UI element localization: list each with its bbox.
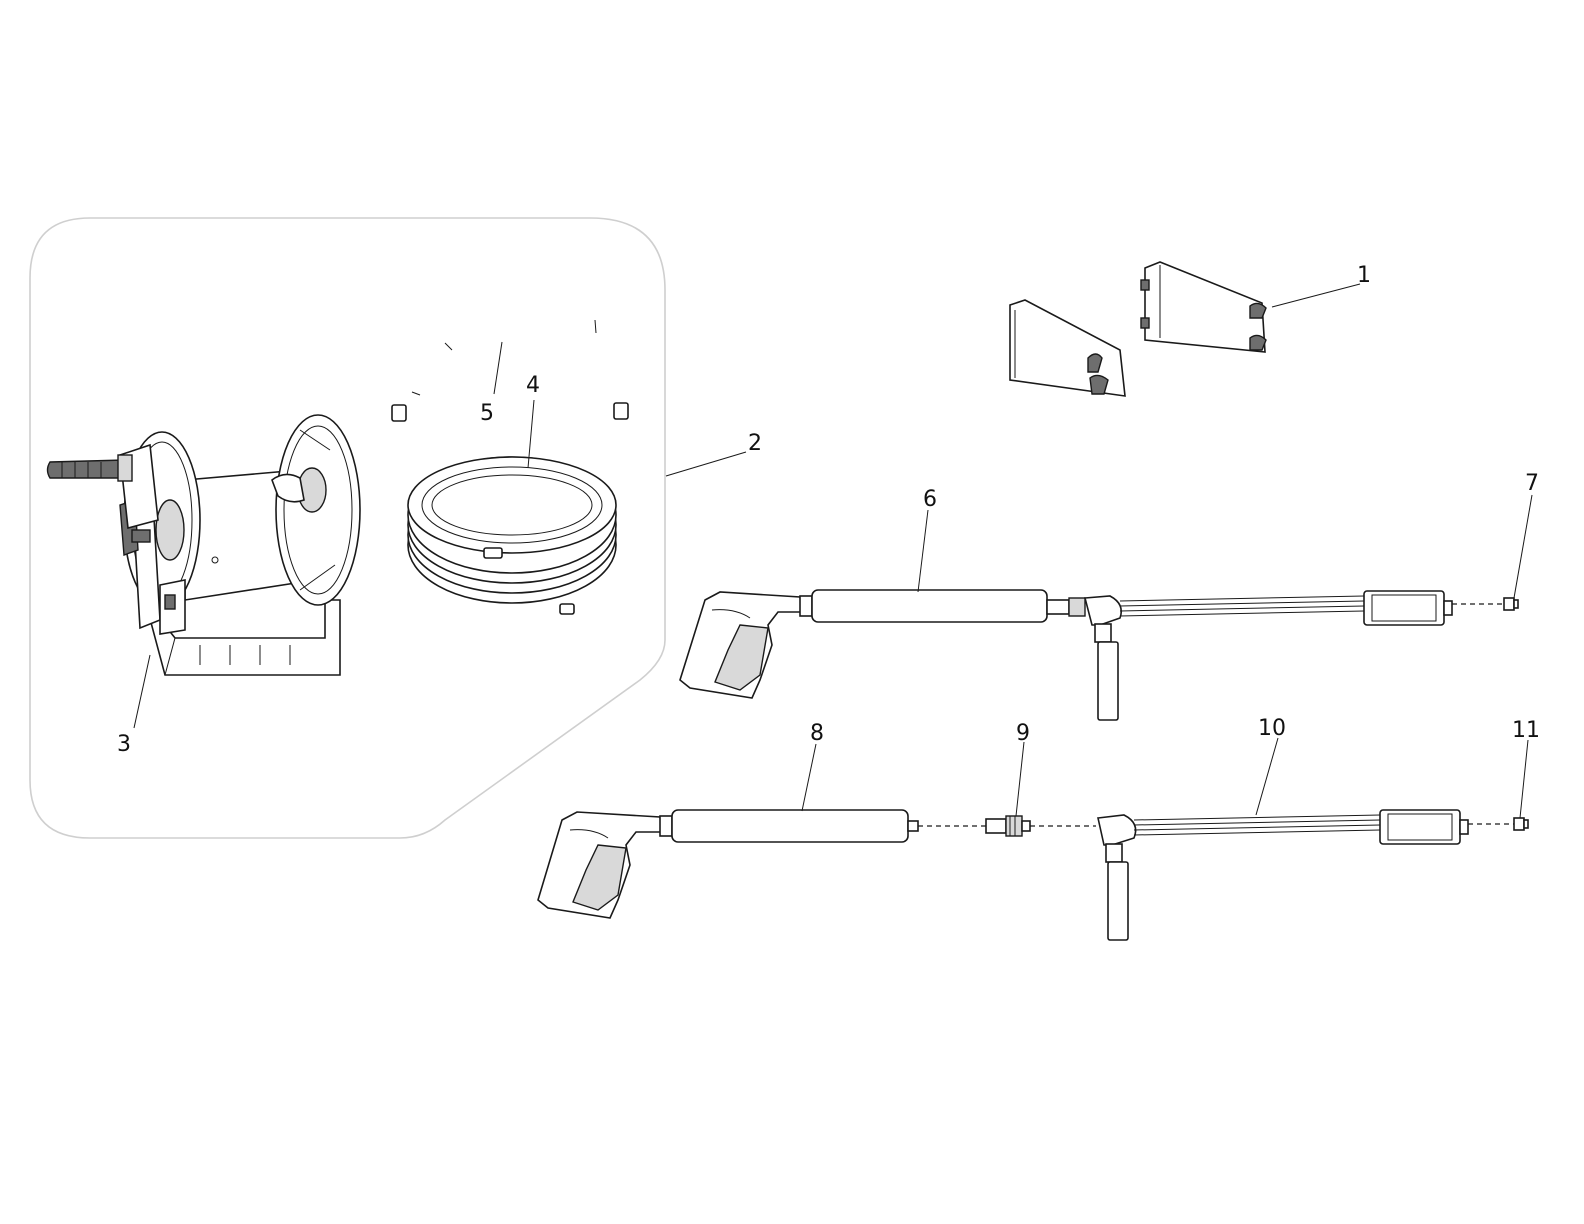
callout-11: 11 [1512, 718, 1540, 743]
spray-gun-assembly [679, 589, 1519, 721]
callout-4: 4 [526, 373, 540, 398]
callout-3: 3 [117, 732, 131, 757]
callout-2: 2 [748, 431, 762, 456]
wall-brackets [1009, 261, 1267, 397]
callout-7: 7 [1525, 471, 1539, 496]
callout-10: 10 [1258, 716, 1286, 741]
callout-6: 6 [923, 487, 937, 512]
lance [1097, 809, 1514, 941]
nozzle [1513, 817, 1529, 831]
spray-gun [537, 809, 919, 919]
hose-reel [46, 414, 361, 676]
callout-1: 1 [1357, 263, 1371, 288]
callout-5: 5 [480, 401, 494, 426]
coiled-hose [407, 456, 617, 615]
whip-hose [391, 319, 629, 422]
callout-8: 8 [810, 721, 824, 746]
quick-coupler [918, 815, 1096, 837]
callout-9: 9 [1016, 721, 1030, 746]
leader-lines [133, 283, 1533, 819]
